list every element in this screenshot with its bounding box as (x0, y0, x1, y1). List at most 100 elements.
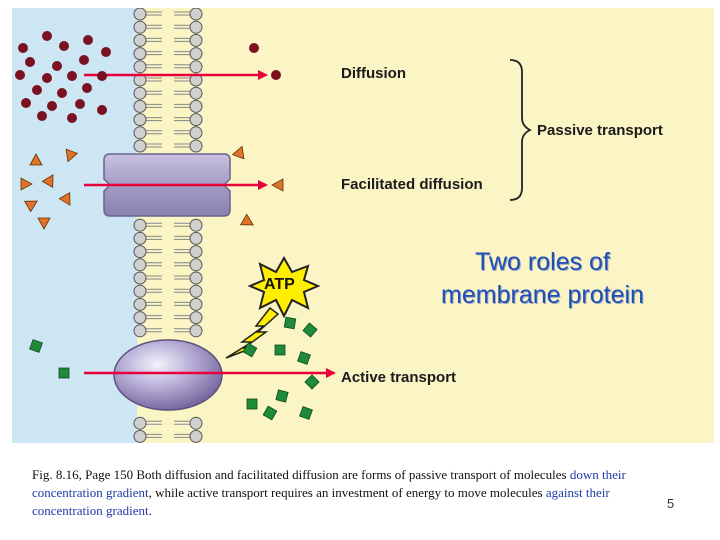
lipid-head (189, 284, 203, 298)
lipid-bilayer (133, 7, 203, 443)
slide-number: 5 (667, 496, 675, 511)
diffusion-molecule (82, 83, 92, 93)
pump-protein (113, 339, 223, 411)
slide-title-line-1: Two roles of (475, 248, 610, 276)
lipid-head (133, 60, 147, 74)
lipid-head (189, 324, 203, 338)
diffusion-molecule (67, 113, 77, 123)
caption-text-3: . (148, 503, 152, 518)
lipid-head (189, 245, 203, 259)
active-molecule (304, 374, 320, 390)
diffusion-molecule (32, 85, 42, 95)
lipid-head (189, 20, 203, 34)
lipid-head (189, 47, 203, 61)
lipid-head (133, 99, 147, 113)
active-molecule (275, 389, 289, 403)
caption-text-2: , while active transport requires an inv… (148, 485, 546, 500)
diffusion-molecule (97, 71, 107, 81)
lipid-head (189, 218, 203, 232)
lipid-head (133, 429, 147, 443)
active-molecule (29, 339, 43, 353)
diffusion-molecule (57, 88, 67, 98)
lipid-head (133, 47, 147, 61)
facilitated-molecule (58, 191, 71, 206)
lipid-head (189, 311, 203, 325)
caption-highlight-against-gradient: against their concentration gradient (32, 485, 610, 518)
lipid-head (189, 60, 203, 74)
facilitated-molecule (41, 174, 54, 189)
lipid-head (189, 33, 203, 47)
active-transport-label: Active transport (341, 369, 457, 386)
active-molecule (58, 367, 70, 379)
facilitated-molecule (23, 200, 38, 213)
lipid-head (133, 231, 147, 245)
active-molecule (299, 406, 313, 420)
facilitated-molecule (37, 217, 51, 230)
lipid-head (133, 284, 147, 298)
lipid-head (133, 20, 147, 34)
lipid-head (189, 258, 203, 272)
lipid-head (133, 297, 147, 311)
lipid-head (133, 113, 147, 127)
facilitated-molecule (239, 213, 254, 226)
lipid-head (189, 113, 203, 127)
lipid-head (133, 126, 147, 140)
active-transport-molecules (29, 316, 320, 421)
diffusion-molecules (15, 31, 281, 123)
diffusion-molecule (67, 71, 77, 81)
diffusion-molecule (47, 101, 57, 111)
lipid-head (133, 218, 147, 232)
slide-title: Two roles of membrane protein (400, 246, 685, 312)
active-molecule (262, 405, 278, 421)
facilitated-molecule (20, 177, 33, 191)
lipid-head (133, 7, 147, 21)
figure-caption: Fig. 8.16, Page 150 Both diffusion and f… (32, 466, 642, 520)
atp-label: ATP (264, 276, 295, 293)
lipid-head (189, 7, 203, 21)
lipid-head (189, 86, 203, 100)
diffusion-molecule (25, 57, 35, 67)
active-molecule (274, 344, 286, 356)
facilitated-diffusion-label: Facilitated diffusion (341, 176, 483, 193)
facilitated-molecules (20, 145, 284, 230)
lipid-head (133, 416, 147, 430)
diffusion-molecule (18, 43, 28, 53)
lipid-head (133, 258, 147, 272)
passive-transport-label: Passive transport (537, 122, 663, 139)
diffusion-molecule (59, 41, 69, 51)
lipid-head (189, 231, 203, 245)
active-molecule (242, 342, 258, 358)
active-molecule (302, 322, 318, 338)
membrane-transport-figure (12, 7, 714, 443)
diffusion-molecule (249, 43, 259, 53)
lipid-head (189, 99, 203, 113)
diffusion-molecule (75, 99, 85, 109)
lipid-head (133, 33, 147, 47)
diffusion-molecule (97, 105, 107, 115)
active-molecule (297, 351, 311, 365)
facilitated-molecule (231, 145, 245, 160)
diffusion-molecule (42, 73, 52, 83)
diffusion-molecule (79, 55, 89, 65)
lipid-head (133, 139, 147, 153)
lipid-head (189, 126, 203, 140)
diffusion-molecule (42, 31, 52, 41)
atp-starburst (247, 255, 321, 319)
lipid-head (133, 86, 147, 100)
diffusion-molecule (37, 111, 47, 121)
lipid-head (133, 311, 147, 325)
lipid-head (189, 429, 203, 443)
passive-transport-bracket (509, 59, 533, 201)
diffusion-molecule (52, 61, 62, 71)
diffusion-molecule (271, 70, 281, 80)
membrane-diagram-svg (12, 7, 714, 443)
active-molecule (246, 398, 258, 410)
slide-title-line-2: membrane protein (441, 281, 644, 309)
caption-text-1: Fig. 8.16, Page 150 Both diffusion and f… (32, 467, 570, 482)
lipid-head (189, 139, 203, 153)
lipid-head (133, 324, 147, 338)
diffusion-molecule (83, 35, 93, 45)
diffusion-molecule (101, 47, 111, 57)
facilitated-molecule (65, 148, 79, 163)
caption-highlight-down-gradient: down their concentration gradient (32, 467, 626, 500)
